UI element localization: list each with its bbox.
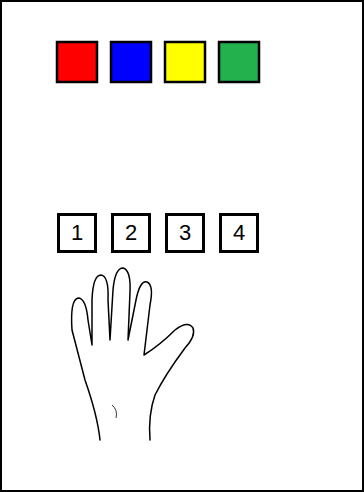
box-number: 4 — [233, 222, 245, 244]
hand-outline — [72, 268, 194, 440]
number-box: 1 — [57, 213, 97, 253]
number-box: 4 — [219, 213, 259, 253]
palm-line — [112, 405, 117, 418]
box-number: 2 — [125, 222, 137, 244]
box-number: 3 — [179, 222, 191, 244]
number-box: 3 — [165, 213, 205, 253]
yellow-square — [165, 42, 205, 82]
green-square — [219, 42, 259, 82]
number-box: 2 — [111, 213, 151, 253]
red-square — [57, 42, 97, 82]
box-number: 1 — [71, 222, 83, 244]
blue-square — [111, 42, 151, 82]
